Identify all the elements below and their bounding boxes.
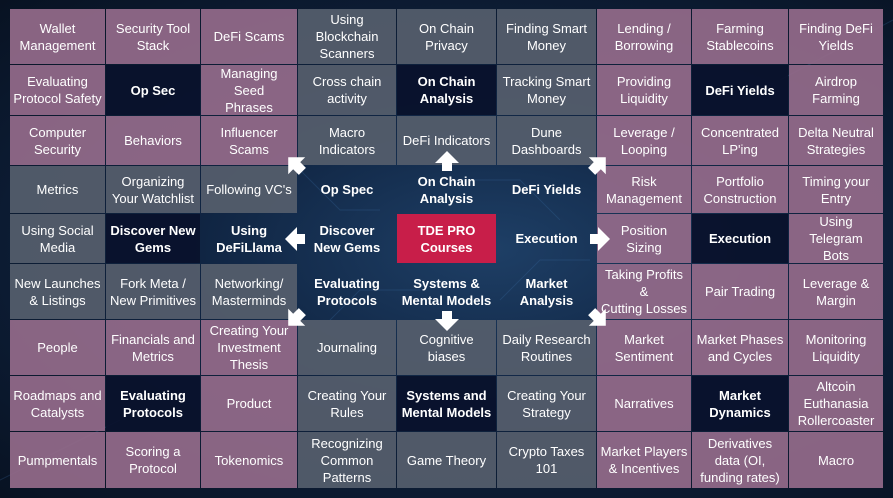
tile-market-players-incentives[interactable]: Market Players & Incentives (597, 432, 691, 488)
tile-pair-trading[interactable]: Pair Trading (692, 264, 788, 319)
tile-networking-masterminds[interactable]: Networking/ Masterminds (201, 264, 297, 319)
tile-position-sizing[interactable]: Position Sizing (597, 214, 691, 263)
tile-product[interactable]: Product (201, 376, 297, 431)
tile-execution[interactable]: Execution (515, 231, 578, 246)
tile-monitoring-liquidity[interactable]: Monitoring Liquidity (789, 320, 883, 375)
tile-tde-pro-courses[interactable]: TDE PRO Courses (397, 214, 496, 263)
tile-macro-indicators[interactable]: Macro Indicators (298, 116, 396, 165)
tile-market-phases-and-cycles[interactable]: Market Phases and Cycles (692, 320, 788, 375)
tile-recognizing-common-patterns[interactable]: Recognizing Common Patterns (298, 432, 396, 488)
tile-derivatives-data-oi-funding-rates[interactable]: Derivatives data (OI, funding rates) (692, 432, 788, 488)
tile-financials-and-metrics[interactable]: Financials and Metrics (106, 320, 200, 375)
tile-risk-management[interactable]: Risk Management (597, 166, 691, 213)
tile-portfolio-construction[interactable]: Portfolio Construction (692, 166, 788, 213)
tile-computer-security[interactable]: Computer Security (10, 116, 105, 165)
tile-people[interactable]: People (10, 320, 105, 375)
tile-airdrop-farming[interactable]: Airdrop Farming (789, 65, 883, 115)
tile-tracking-smart-money[interactable]: Tracking Smart Money (497, 65, 596, 115)
tile-macro[interactable]: Macro (789, 432, 883, 488)
tile-cross-chain-activity[interactable]: Cross chain activity (298, 65, 396, 115)
tile-scoring-a-protocol[interactable]: Scoring a Protocol (106, 432, 200, 488)
tile-pumpmentals[interactable]: Pumpmentals (10, 432, 105, 488)
tile-timing-your-entry[interactable]: Timing your Entry (789, 166, 883, 213)
tile-roadmaps-and-catalysts[interactable]: Roadmaps and Catalysts (10, 376, 105, 431)
tile-security-tool-stack[interactable]: Security Tool Stack (106, 9, 200, 64)
tile-fork-meta-new-primitives[interactable]: Fork Meta / New Primitives (106, 264, 200, 319)
tile-daily-research-routines[interactable]: Daily Research Routines (497, 320, 596, 375)
tile-market-analysis[interactable]: Market Analysis (519, 275, 574, 308)
tile-wallet-management[interactable]: Wallet Management (10, 9, 105, 64)
tile-discover-new-gems[interactable]: Discover New Gems (313, 222, 381, 255)
tile-execution[interactable]: Execution (692, 214, 788, 263)
tile-journaling[interactable]: Journaling (298, 320, 396, 375)
tile-evaluating-protocols[interactable]: Evaluating Protocols (314, 275, 380, 308)
tile-systems-and-mental-models[interactable]: Systems and Mental Models (397, 376, 496, 431)
tile-defi-scams[interactable]: DeFi Scams (201, 9, 297, 64)
tile-using-telegram-bots[interactable]: Using Telegram Bots (789, 214, 883, 263)
tile-managing-seed-phrases[interactable]: Managing Seed Phrases (201, 65, 297, 115)
tile-delta-neutral-strategies[interactable]: Delta Neutral Strategies (789, 116, 883, 165)
tile-defi-yields[interactable]: DeFi Yields (511, 182, 582, 197)
tile-organizing-your-watchlist[interactable]: Organizing Your Watchlist (106, 166, 200, 213)
tile-altcoin-euthanasia-rollercoaster[interactable]: Altcoin Euthanasia Rollercoaster (789, 376, 883, 431)
tile-metrics[interactable]: Metrics (10, 166, 105, 213)
tile-market-dynamics[interactable]: Market Dynamics (692, 376, 788, 431)
tile-game-theory[interactable]: Game Theory (397, 432, 496, 488)
tile-discover-new-gems[interactable]: Discover New Gems (106, 214, 200, 263)
tile-taking-profits-cutting-losses[interactable]: Taking Profits & Cutting Losses (597, 264, 691, 319)
tile-leverage-margin[interactable]: Leverage & Margin (789, 264, 883, 319)
tile-op-sec[interactable]: Op Sec (106, 65, 200, 115)
tile-op-spec[interactable]: Op Spec (320, 182, 374, 197)
tile-on-chain-privacy[interactable]: On Chain Privacy (397, 9, 496, 64)
tile-creating-your-investment-thesis[interactable]: Creating Your Investment Thesis (201, 320, 297, 375)
tile-evaluating-protocol-safety[interactable]: Evaluating Protocol Safety (10, 65, 105, 115)
tile-following-vc-s[interactable]: Following VC's (201, 166, 297, 213)
tile-behaviors[interactable]: Behaviors (106, 116, 200, 165)
tile-farming-stablecoins[interactable]: Farming Stablecoins (692, 9, 788, 64)
tile-providing-liquidity[interactable]: Providing Liquidity (597, 65, 691, 115)
tile-defi-yields[interactable]: DeFi Yields (692, 65, 788, 115)
tile-cognitive-biases[interactable]: Cognitive biases (397, 320, 496, 375)
tile-finding-defi-yields[interactable]: Finding DeFi Yields (789, 9, 883, 64)
tile-on-chain-analysis[interactable]: On Chain Analysis (417, 173, 476, 206)
tile-finding-smart-money[interactable]: Finding Smart Money (497, 9, 596, 64)
tile-creating-your-rules[interactable]: Creating Your Rules (298, 376, 396, 431)
tile-evaluating-protocols[interactable]: Evaluating Protocols (106, 376, 200, 431)
tile-defi-indicators[interactable]: DeFi Indicators (397, 116, 496, 165)
tile-using-blockchain-scanners[interactable]: Using Blockchain Scanners (298, 9, 396, 64)
tile-new-launches-listings[interactable]: New Launches & Listings (10, 264, 105, 319)
tile-creating-your-strategy[interactable]: Creating Your Strategy (497, 376, 596, 431)
tile-dune-dashboards[interactable]: Dune Dashboards (497, 116, 596, 165)
tile-tokenomics[interactable]: Tokenomics (201, 432, 297, 488)
tile-narratives[interactable]: Narratives (597, 376, 691, 431)
tile-using-social-media[interactable]: Using Social Media (10, 214, 105, 263)
tile-systems-mental-models[interactable]: Systems & Mental Models (401, 275, 492, 308)
tile-on-chain-analysis[interactable]: On Chain Analysis (397, 65, 496, 115)
tile-influencer-scams[interactable]: Influencer Scams (201, 116, 297, 165)
tile-using-defillama[interactable]: Using DeFiLlama (216, 222, 282, 255)
tile-leverage-looping[interactable]: Leverage / Looping (597, 116, 691, 165)
tile-market-sentiment[interactable]: Market Sentiment (597, 320, 691, 375)
tile-crypto-taxes-101[interactable]: Crypto Taxes 101 (497, 432, 596, 488)
tile-lending-borrowing[interactable]: Lending / Borrowing (597, 9, 691, 64)
tile-concentrated-lp-ing[interactable]: Concentrated LP'ing (692, 116, 788, 165)
